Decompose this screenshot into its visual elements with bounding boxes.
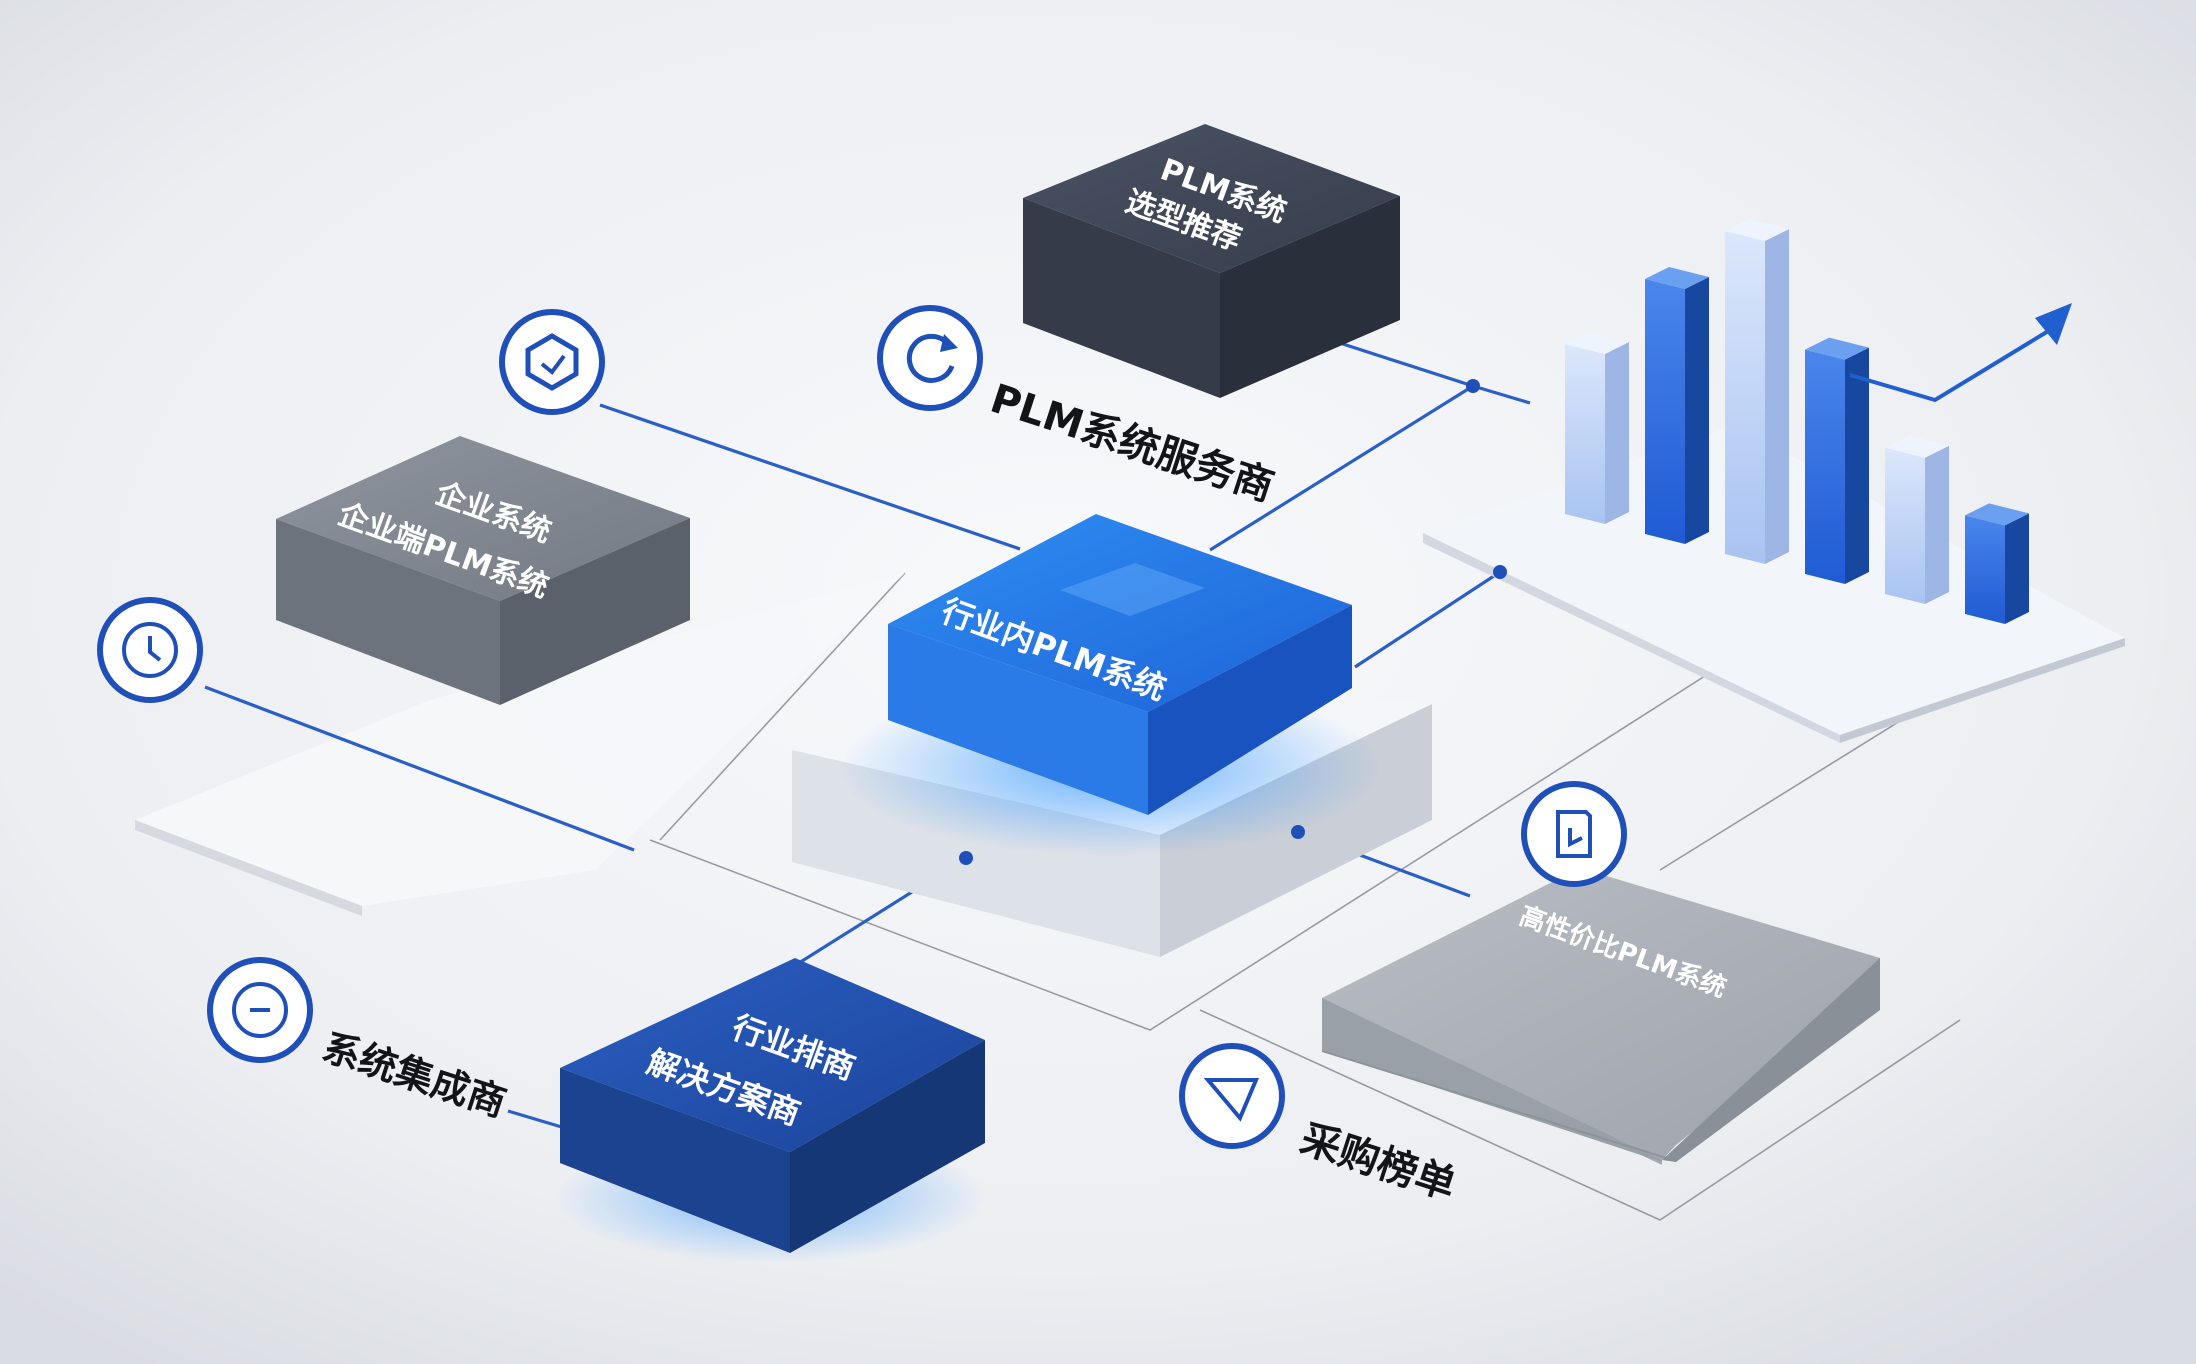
clock-icon bbox=[97, 597, 203, 703]
trend-arrow bbox=[1849, 303, 2072, 403]
left-gray-block: 企业系统 企业端PLM系统 bbox=[276, 436, 690, 705]
bar-3 bbox=[1725, 219, 1789, 564]
bar-6 bbox=[1965, 503, 2029, 624]
bar-5 bbox=[1885, 435, 1949, 604]
bottom-navy-block: 行业排商 解决方案商 bbox=[555, 958, 985, 1263]
minus-icon bbox=[207, 957, 313, 1063]
bar-1 bbox=[1565, 332, 1629, 524]
bar-4 bbox=[1805, 337, 1869, 584]
arrow-head-icon bbox=[2035, 303, 2072, 345]
center-block: 行业内PLM系统 bbox=[840, 514, 1380, 856]
bar-chart bbox=[1565, 219, 2029, 624]
triangle-icon bbox=[1179, 1043, 1285, 1149]
refresh-icon bbox=[877, 305, 983, 411]
connector-dots bbox=[959, 379, 1507, 865]
hexagon-icon bbox=[499, 309, 605, 415]
bar-2 bbox=[1645, 267, 1709, 544]
top-dark-block: PLM系统 选型推荐 bbox=[1023, 124, 1400, 398]
document-icon bbox=[1521, 781, 1627, 887]
right-gray-block: 高性价比PLM系统 bbox=[1322, 868, 1880, 1165]
left-floor-plate bbox=[135, 573, 905, 916]
